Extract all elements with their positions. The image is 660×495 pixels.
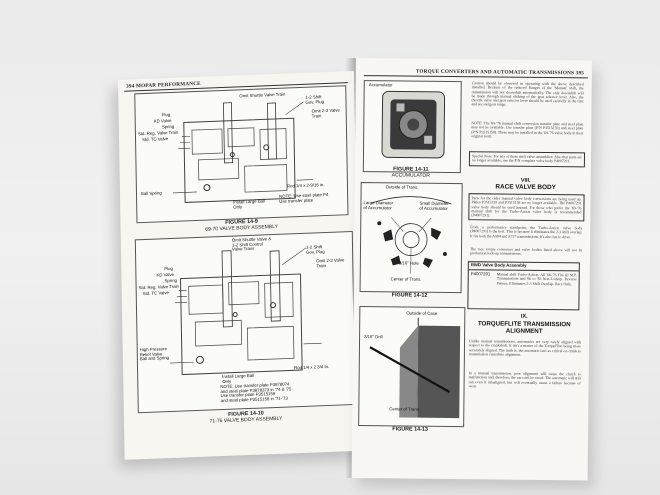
label-omit-2-3-valve: Omit 2-3 Valve Train — [311, 107, 340, 119]
paragraph-alignment-1: Unlike manual transmissions, automatics … — [468, 339, 582, 357]
paragraph-alignment-2: In a manual transmission, poor alignment… — [468, 371, 581, 389]
label-large-diameter: Large Diameter of Accumulator — [363, 200, 394, 210]
rwd-part-number: P4007291 — [470, 271, 491, 277]
label-center-of-trans-2: Center of Trans. — [389, 406, 421, 412]
label-outside-of-case: Outside of Case — [406, 310, 438, 316]
figure-14-13-diagram: Outside of Case 3/16" Drill Center of Tr… — [358, 306, 466, 428]
paragraph-note: NOTE: The '69-'76 manual shift conversio… — [471, 121, 584, 139]
label-note-transfer-plate: NOTE: Use transfer plate P3878074 and st… — [220, 381, 292, 403]
figure-14-12-title: FIGURE 14-12 — [391, 292, 428, 299]
figure-14-11-subtitle: ACCUMULATOR — [391, 172, 430, 179]
paragraph-lockup: The race torque converters and valve bod… — [469, 247, 583, 257]
rwd-part-description: Manual shift Turbo-Action. All '66-'76 F… — [496, 272, 577, 286]
accumulator-drawing — [381, 90, 446, 159]
figure-14-10-diagram: Omit Shuttle Valve & 1-2 Shift Control V… — [134, 231, 356, 414]
valve-body-drawing-2 — [169, 247, 322, 376]
label-1-2-shift-gov-plug: 1-2 Shift Gov. Plug — [305, 94, 325, 105]
paragraph-performance: From a performance standpoint, the Turbo… — [470, 225, 583, 239]
label-omit-2-3-valve-2: Omit 2-3 Valve Train — [316, 257, 345, 269]
rwd-table-title: RWD Valve Body Assembly — [470, 262, 527, 268]
label-outside-of-trans: Outside of Trans. — [385, 184, 419, 190]
drill-location-drawing — [371, 196, 452, 274]
section-8-title: RACE VALVE BODY — [495, 183, 556, 192]
section-9-title: TORQUEFLITE TRANSMISSION ALIGNMENT — [477, 320, 571, 335]
figure-14-11-caption: FIGURE 14-11 ACCUMULATOR — [363, 166, 459, 179]
figure-14-11-photo: Accumulator — [362, 80, 462, 174]
label-center-of-trans: Center of Trans. — [390, 276, 422, 282]
rwd-valve-body-table: RWD Valve Body Assembly P4007291 Manual … — [467, 261, 580, 311]
special-note-box: Special Note: For any of these shift val… — [468, 151, 586, 167]
label-omit-shuttle-and-1-2: Omit Shuttle Valve & 1-2 Shift Control V… — [231, 236, 272, 252]
right-page: TORQUE CONVERTERS AND AUTOMATIC TRANSMIS… — [351, 58, 592, 481]
section-9-number: IX. — [520, 313, 528, 320]
label-note-steel-plate: NOTE: Use steel plate P4 Use transfer pl… — [279, 191, 329, 204]
label-high-pressure-relief: High Pressure Relief Valve Ball and Spri… — [139, 346, 170, 362]
figure-14-12-caption: FIGURE 14-12 — [359, 292, 459, 299]
paragraph-caution: Caution should be observed in operating … — [471, 81, 584, 108]
figure-14-13-title: FIGURE 14-13 — [392, 426, 428, 433]
label-install-large-ball: Install Large Ball Only — [233, 198, 266, 210]
label-3-16-drill: 3/16" Drill — [364, 334, 383, 340]
label-1-2-shift-gov-plug-2: 1-2 Shift Gov. Plug — [305, 244, 325, 255]
figure-14-12-diagram: Outside of Trans. Large Diameter of Accu… — [359, 182, 463, 294]
label-small-diameter: Small Diameter of Accumulator — [419, 200, 449, 211]
valve-body-drawing-1 — [172, 101, 313, 203]
label-ball-spring: Ball Spring — [140, 190, 162, 197]
drill-angle-drawing — [369, 317, 461, 419]
figure-14-9-diagram: Omit Shuttle Valve Train 1-2 Shift Gov. … — [134, 85, 349, 224]
label-accumulator: Accumulator — [368, 82, 393, 88]
figure-14-13-caption: FIGURE 14-13 — [358, 426, 462, 433]
section-8-parts-box: Parts for the older manual valve body co… — [468, 193, 585, 222]
left-page: 394 MOPAR PERFORMANCE Omit Shuttle Valve… — [118, 70, 361, 460]
label-3-16-hole: 3/16" Hole — [398, 260, 419, 266]
